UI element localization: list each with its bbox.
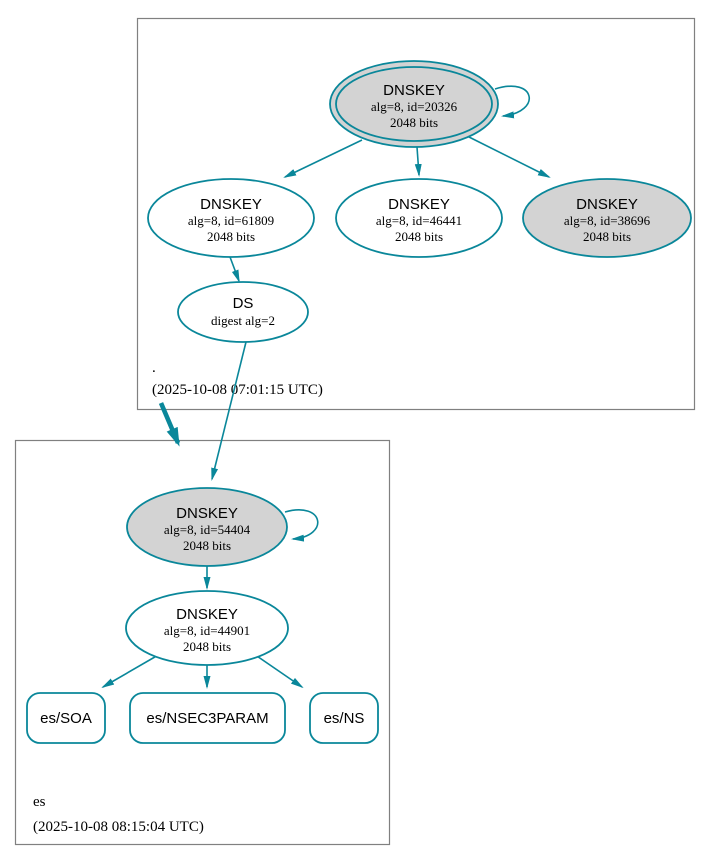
rrset-soa-rect <box>26 692 106 744</box>
dnskey-38696-ellipse <box>522 178 692 258</box>
ds-ellipse <box>177 281 309 343</box>
dnskey-61809-size: 2048 bits <box>207 229 255 244</box>
node-ds-root[interactable]: DS digest alg=2 <box>177 281 309 343</box>
edge-delegation-root-to-es <box>158 402 181 447</box>
dnskey-46441-ellipse <box>335 178 503 258</box>
dnskey-44901-detail: alg=8, id=44901 <box>164 623 250 638</box>
edge-selfsign-dnskey-20326 <box>494 85 531 119</box>
rrset-nsec3param-rect <box>129 692 286 744</box>
node-dnskey-20326[interactable]: DNSKEY alg=8, id=20326 2048 bits <box>329 60 499 148</box>
node-dnskey-61809[interactable]: DNSKEY alg=8, id=61809 2048 bits <box>147 178 315 258</box>
dnskey-20326-detail: alg=8, id=20326 <box>371 99 458 114</box>
dnskey-44901-size: 2048 bits <box>183 639 231 654</box>
ds-detail: digest alg=2 <box>211 313 275 328</box>
node-rrset-es-ns[interactable]: es/NS <box>309 692 379 744</box>
edge-dnskey-44901-to-rrset-ns <box>253 653 304 689</box>
node-dnskey-38696[interactable]: DNSKEY alg=8, id=38696 2048 bits <box>522 178 692 258</box>
rrset-nsec3param-label: es/NSEC3PARAM <box>146 710 268 727</box>
dnskey-54404-size: 2048 bits <box>183 538 231 553</box>
zone-root-timestamp: (2025-10-08 07:01:15 UTC) <box>152 382 323 398</box>
node-dnskey-54404[interactable]: DNSKEY alg=8, id=54404 2048 bits <box>126 487 288 567</box>
node-dnskey-46441[interactable]: DNSKEY alg=8, id=46441 2048 bits <box>335 178 503 258</box>
rrset-ns-rect <box>309 692 379 744</box>
dnskey-38696-detail: alg=8, id=38696 <box>564 213 651 228</box>
zone-box-root <box>136 17 696 411</box>
dnskey-38696-size: 2048 bits <box>583 229 631 244</box>
ds-title: DS <box>233 295 254 312</box>
dnskey-61809-detail: alg=8, id=61809 <box>188 213 274 228</box>
edge-dnskey-44901-to-rrset-soa <box>101 653 161 689</box>
edge-dnskey-61809-to-ds <box>229 256 240 283</box>
dnskey-54404-ellipse <box>126 487 288 567</box>
node-rrset-es-nsec3param[interactable]: es/NSEC3PARAM <box>129 692 286 744</box>
edge-dnskey-20326-to-dnskey-38696 <box>468 136 551 178</box>
dnskey-61809-title: DNSKEY <box>200 196 262 213</box>
edge-dnskey-20326-to-dnskey-46441 <box>414 146 422 177</box>
dnskey-46441-size: 2048 bits <box>395 229 443 244</box>
edge-ds-to-dnskey-54404 <box>211 341 247 481</box>
dnskey-38696-title: DNSKEY <box>576 196 638 213</box>
dnskey-20326-size: 2048 bits <box>390 115 438 130</box>
rrset-ns-label: es/NS <box>324 710 365 727</box>
dnskey-20326-inner-ellipse <box>335 66 493 142</box>
rrset-soa-label: es/SOA <box>40 710 92 727</box>
edge-dnskey-20326-to-dnskey-61809 <box>283 139 363 178</box>
node-rrset-es-soa[interactable]: es/SOA <box>26 692 106 744</box>
dnskey-46441-detail: alg=8, id=46441 <box>376 213 462 228</box>
dnskey-20326-title: DNSKEY <box>383 82 445 99</box>
dnskey-61809-ellipse <box>147 178 315 258</box>
dnskey-44901-ellipse <box>125 590 289 666</box>
zone-root-name: . <box>152 360 156 376</box>
dnskey-46441-title: DNSKEY <box>388 196 450 213</box>
node-dnskey-44901[interactable]: DNSKEY alg=8, id=44901 2048 bits <box>125 590 289 666</box>
dnskey-44901-title: DNSKEY <box>176 606 238 623</box>
zone-es-name: es <box>33 794 46 810</box>
dnskey-54404-detail: alg=8, id=54404 <box>164 522 251 537</box>
zone-box-es <box>14 439 391 846</box>
dnskey-54404-title: DNSKEY <box>176 505 238 522</box>
edge-selfsign-dnskey-54404 <box>284 509 319 542</box>
zone-es-timestamp: (2025-10-08 08:15:04 UTC) <box>33 819 204 835</box>
